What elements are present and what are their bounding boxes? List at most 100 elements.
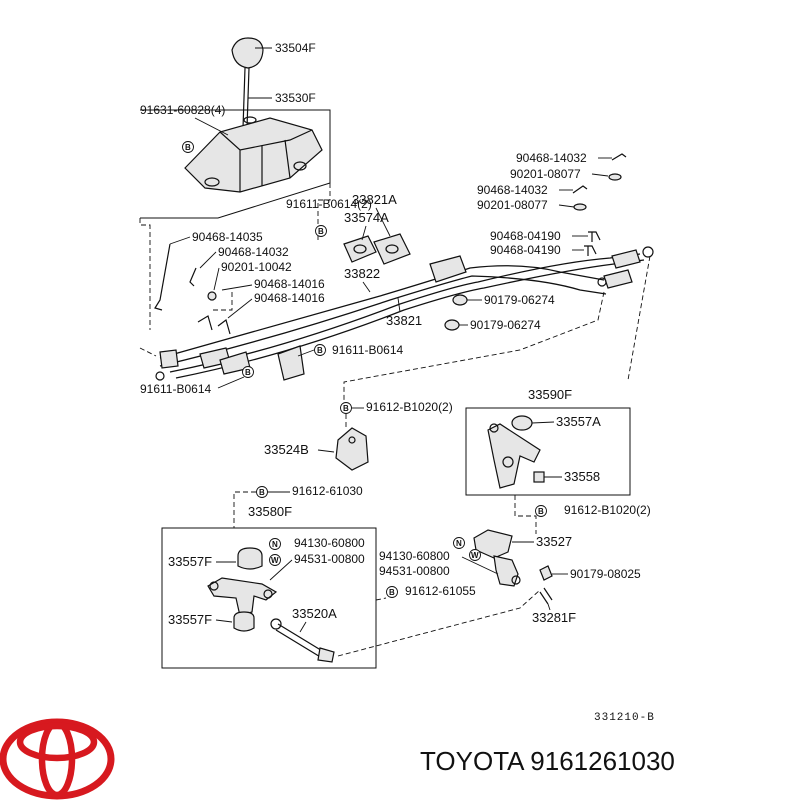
label-94130-60800-b: 94130-60800 — [379, 549, 450, 563]
label-33524B: 33524B — [264, 442, 309, 457]
bushing-33557F-lower — [233, 611, 255, 632]
box-33580F — [161, 527, 377, 669]
logo-horizontal-ellipse — [16, 722, 98, 762]
label-33590F: 33590F — [528, 387, 572, 402]
svg-text:W: W — [471, 551, 479, 560]
clip-icon — [611, 153, 627, 161]
label-90179-06274-b: 90179-06274 — [470, 318, 541, 332]
label-33821: 33821 — [386, 313, 422, 328]
label-90201-08077-b: 90201-08077 — [477, 198, 548, 212]
svg-text:B: B — [389, 588, 395, 597]
symbol-b-3: B — [314, 344, 326, 356]
clip-icon — [584, 245, 597, 256]
label-90468-14035: 90468-14035 — [192, 230, 263, 244]
label-33574A: 33574A — [344, 210, 389, 225]
svg-text:N: N — [456, 539, 462, 548]
label-90179-08025: 90179-08025 — [570, 567, 641, 581]
label-33520A: 33520A — [292, 606, 337, 621]
symbol-n-2: N — [453, 537, 465, 549]
shift-housing — [184, 117, 323, 193]
label-33281F: 33281F — [532, 610, 576, 625]
clip-icon — [572, 185, 588, 194]
symbol-b-6: B — [535, 505, 547, 517]
svg-text:W: W — [271, 556, 279, 565]
label-91612-B1020-2-b: 91612-B1020(2) — [564, 503, 651, 517]
grommet-icon — [452, 294, 468, 306]
cable-left-end — [159, 349, 179, 369]
label-94531-00800-a: 94531-00800 — [294, 552, 365, 566]
bracket-33524B — [335, 427, 369, 471]
symbol-n-1: N — [269, 538, 281, 550]
label-91611-B0614-a: 91611-B0614 — [332, 343, 404, 357]
svg-text:B: B — [538, 507, 544, 516]
toyota-logo — [0, 718, 115, 800]
label-33527: 33527 — [536, 534, 572, 549]
symbol-b-4: B — [242, 366, 254, 378]
label-33557A: 33557A — [556, 414, 601, 429]
label-91611-B0614-b: 91611-B0614 — [140, 382, 212, 396]
svg-text:B: B — [317, 346, 323, 355]
washer-icon — [573, 203, 587, 211]
symbol-b-5: B — [340, 402, 352, 414]
bracket-33821A — [373, 233, 411, 265]
shift-knob — [231, 37, 264, 69]
label-90468-14016-a: 90468-14016 — [254, 277, 325, 291]
pin-33281F — [539, 587, 553, 605]
label-33557F-a: 33557F — [168, 554, 212, 569]
bushing-33558 — [533, 471, 545, 483]
label-33580F: 33580F — [248, 504, 292, 519]
label-91612-B1020-2-a: 91612-B1020(2) — [366, 400, 453, 414]
rod-33520A — [270, 618, 335, 663]
shift-lever-assembly — [140, 37, 331, 219]
cable-center-bracket — [429, 255, 467, 283]
svg-text:B: B — [343, 404, 349, 413]
cable-lower — [169, 253, 641, 373]
washer-icon — [207, 291, 217, 301]
brand-part-number: TOYOTA 9161261030 — [420, 746, 675, 776]
bushing-33557A — [511, 415, 533, 431]
label-94531-00800-b: 94531-00800 — [379, 564, 450, 578]
label-90468-04190-a: 90468-04190 — [490, 229, 561, 243]
bushing-33557F-upper — [237, 547, 263, 570]
svg-text:B: B — [318, 227, 324, 236]
label-33557F-b: 33557F — [168, 612, 212, 627]
symbol-b-2: B — [315, 225, 327, 237]
label-90201-10042: 90201-10042 — [221, 260, 292, 274]
cable-mid-bracket — [277, 345, 305, 381]
symbol-b-7: B — [256, 486, 268, 498]
symbol-w-1: W — [269, 554, 281, 566]
svg-text:B: B — [185, 143, 191, 152]
cable-upper — [159, 265, 605, 359]
clip-pair-icon — [197, 315, 231, 335]
label-91611-B0614-2: 91611-B0614(2) — [286, 197, 372, 211]
dash-right-drop — [343, 255, 651, 400]
symbol-b-8: B — [386, 586, 398, 598]
box-33590F — [465, 407, 631, 496]
svg-text:N: N — [272, 540, 278, 549]
cable-end-fitting — [603, 269, 633, 289]
label-91631-60828: 91631-60828(4) — [140, 103, 225, 117]
lever-rod — [242, 67, 246, 129]
svg-text:B: B — [245, 368, 251, 377]
label-91612-61030: 91612-61030 — [292, 484, 363, 498]
label-90468-14032-c: 90468-14032 — [218, 245, 289, 259]
label-94130-60800-a: 94130-60800 — [294, 536, 365, 550]
label-90201-08077-a: 90201-08077 — [510, 167, 581, 181]
label-90468-04190-b: 90468-04190 — [490, 243, 561, 257]
label-33504F: 33504F — [275, 41, 316, 55]
svg-text:B: B — [259, 488, 265, 497]
symbol-w-2: W — [469, 549, 481, 561]
label-33821A: 33821A — [352, 192, 397, 207]
label-33558: 33558 — [564, 469, 600, 484]
shift-lever-33590F — [487, 423, 541, 489]
diagram-code: 331210-B — [594, 712, 655, 724]
clip-icon — [588, 231, 601, 242]
label-91612-61055: 91612-61055 — [405, 584, 476, 598]
label-90468-14016-b: 90468-14016 — [254, 291, 325, 305]
clip-icon — [189, 267, 197, 287]
label-90468-14032-b: 90468-14032 — [477, 183, 548, 197]
washer-icon — [608, 173, 622, 181]
label-33822: 33822 — [344, 266, 380, 281]
